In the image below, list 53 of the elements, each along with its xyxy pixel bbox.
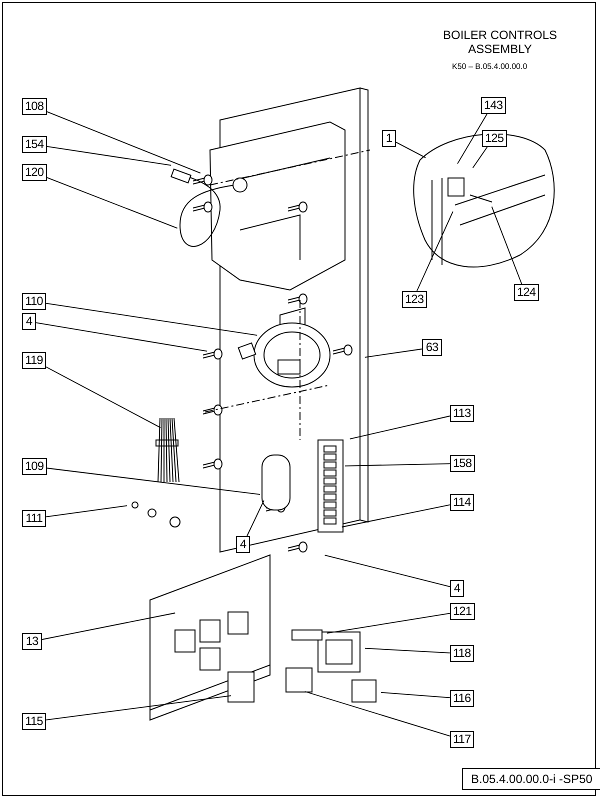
leader-line: [46, 176, 178, 229]
leader-line: [349, 416, 450, 440]
callout-number: 109: [22, 458, 47, 475]
leader-line: [46, 366, 162, 428]
leader-line: [472, 146, 488, 168]
callout-number: 143: [481, 97, 506, 114]
leader-line: [304, 691, 450, 737]
leader-line: [396, 142, 426, 158]
leader-line: [46, 146, 172, 166]
callout-number: 63: [422, 339, 442, 356]
leader-line: [46, 468, 260, 495]
leader-line: [46, 695, 232, 720]
leader-line: [364, 648, 450, 654]
callout-number: 119: [22, 352, 46, 369]
callout-number: 13: [22, 633, 42, 650]
leader-line: [246, 500, 264, 536]
leader-line: [457, 114, 488, 164]
callout-number: 4: [450, 580, 464, 597]
callout-number: 158: [450, 455, 475, 472]
callout-number: 116: [450, 690, 474, 707]
callout-number: 120: [22, 164, 47, 181]
leader-line: [46, 110, 201, 174]
leader-line: [416, 211, 454, 292]
callout-number: 118: [450, 645, 474, 662]
leader-line: [341, 504, 450, 528]
callout-number: 121: [450, 603, 475, 620]
callout-number: 117: [450, 731, 474, 748]
callout-number: 114: [450, 494, 474, 511]
leader-line: [326, 612, 450, 634]
callout-number: 1: [382, 130, 396, 147]
callout-number: 108: [22, 98, 47, 115]
callout-number: 4: [22, 313, 36, 330]
title-block-number: B.05.4.00.00.0-i -SP50: [462, 768, 600, 790]
leader-line: [364, 348, 422, 358]
callout-number: 111: [22, 510, 46, 527]
callout-number: 125: [482, 130, 507, 147]
callout-number: 115: [22, 713, 46, 730]
leader-line: [324, 554, 450, 588]
leader-line: [380, 692, 450, 698]
leader-line: [42, 612, 176, 640]
callout-number: 110: [22, 293, 46, 310]
leader-line: [344, 463, 450, 466]
drawing-number: K50 – B.05.4.00.00.0: [452, 62, 528, 71]
callout-number: 113: [450, 405, 474, 422]
leader-line: [46, 302, 258, 336]
drawing-title: BOILER CONTROLS ASSEMBLY: [442, 28, 558, 56]
callout-number: 123: [402, 291, 427, 308]
leader-line: [46, 505, 128, 518]
callout-number: 154: [22, 136, 47, 153]
leader-line: [491, 206, 522, 284]
callout-number: 124: [514, 284, 539, 301]
callout-number: 4: [236, 536, 250, 553]
leader-line: [36, 322, 208, 352]
